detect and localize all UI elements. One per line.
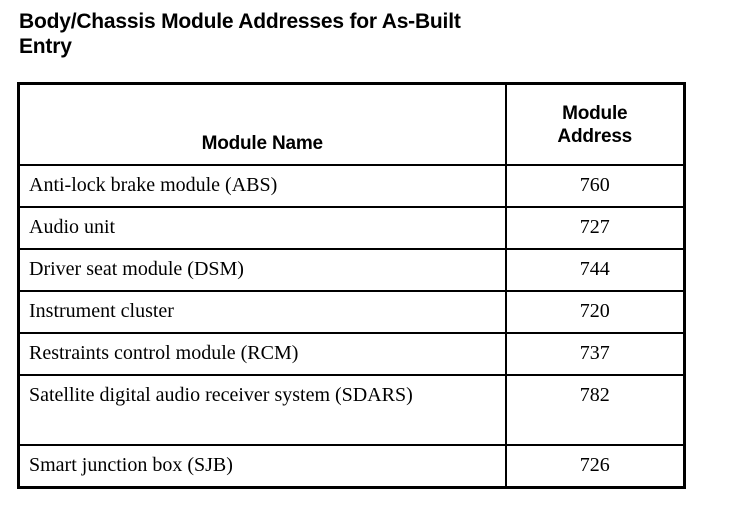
cell-module-address: 720 [504,290,686,334]
table-row: Satellite digital audio receiver system … [17,374,686,446]
cell-module-address: 737 [504,332,686,376]
cell-module-address: 726 [504,444,686,488]
cell-module-name: Smart junction box (SJB) [17,444,507,488]
module-address-table: Module Name Module Address Anti-lock bra… [17,82,686,489]
table-row: Driver seat module (DSM)744 [17,248,686,292]
cell-module-address: 744 [504,248,686,292]
cell-module-address: 760 [504,164,686,208]
cell-module-name: Anti-lock brake module (ABS) [17,164,507,208]
column-header-module-address: Module Address [504,82,686,166]
table-header: Module Name Module Address [17,82,686,166]
table-header-row: Module Name Module Address [17,82,686,166]
cell-module-name: Restraints control module (RCM) [17,332,507,376]
cell-module-address: 727 [504,206,686,250]
cell-module-name: Instrument cluster [17,290,507,334]
column-header-module-name: Module Name [17,82,507,166]
page-title: Body/Chassis Module Addresses for As-Bui… [19,10,461,58]
table-row: Restraints control module (RCM)737 [17,332,686,376]
cell-module-name: Satellite digital audio receiver system … [17,374,507,446]
table-row: Anti-lock brake module (ABS)760 [17,164,686,208]
table-row: Smart junction box (SJB)726 [17,444,686,488]
cell-module-address: 782 [504,374,686,446]
cell-module-name: Driver seat module (DSM) [17,248,507,292]
cell-module-name: Audio unit [17,206,507,250]
